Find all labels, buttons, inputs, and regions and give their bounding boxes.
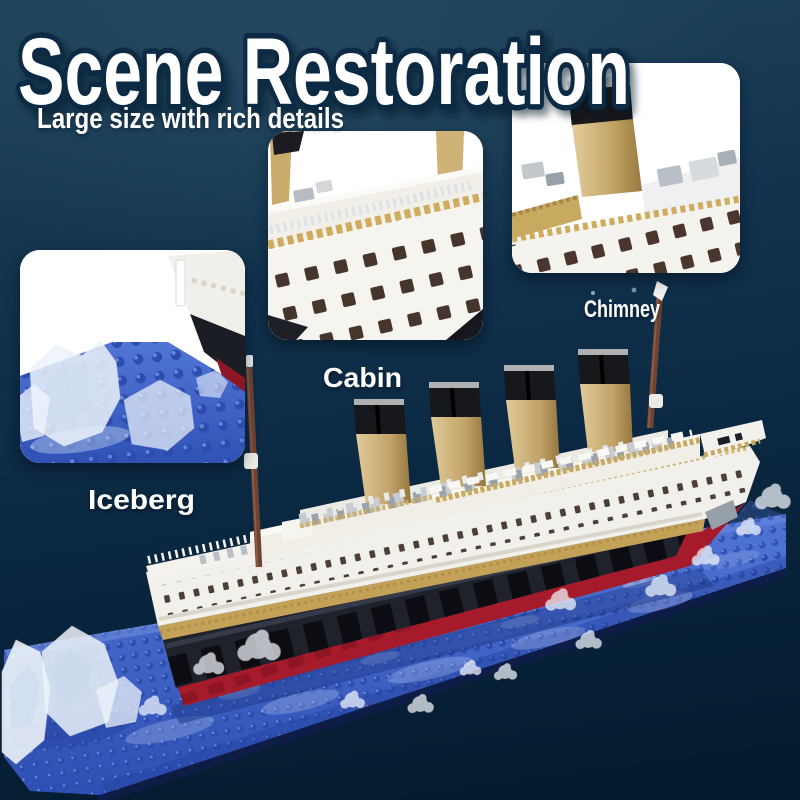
stern-gray-block xyxy=(705,500,738,530)
stern-mast xyxy=(591,281,668,429)
funnel-4 xyxy=(578,349,633,452)
subtitle-text: Large size with rich details xyxy=(37,103,344,135)
cabin-detail-image xyxy=(268,131,483,340)
hull-windows xyxy=(158,460,746,616)
deck-details xyxy=(199,429,761,565)
iceberg-detail-image xyxy=(20,250,245,463)
iceberg-label: Iceberg xyxy=(88,484,195,515)
funnel-3 xyxy=(504,365,560,469)
chimney-label-block: Chimney xyxy=(584,296,660,323)
iceberg-label-block: Iceberg xyxy=(88,484,195,515)
iceberg-callout xyxy=(20,250,245,463)
ship-hull xyxy=(146,446,760,706)
cabin-label: Cabin xyxy=(323,362,402,393)
funnel-2 xyxy=(429,382,486,487)
funnel-1 xyxy=(354,399,411,505)
title-block: Scene Restoration xyxy=(13,14,636,131)
chimney-label: Chimney xyxy=(584,296,660,323)
cabin-label-block: Cabin xyxy=(323,362,402,393)
bow-mast xyxy=(244,355,263,568)
cabin-callout xyxy=(268,131,483,340)
subtitle-block: Large size with rich details xyxy=(37,103,344,135)
chimney-callout xyxy=(512,63,740,273)
tan-stripe xyxy=(158,519,705,640)
funnels xyxy=(354,349,633,505)
iceberg-cluster xyxy=(1,625,142,765)
page-title: Scene Restoration xyxy=(18,19,630,125)
chimney-detail-image xyxy=(512,63,740,273)
